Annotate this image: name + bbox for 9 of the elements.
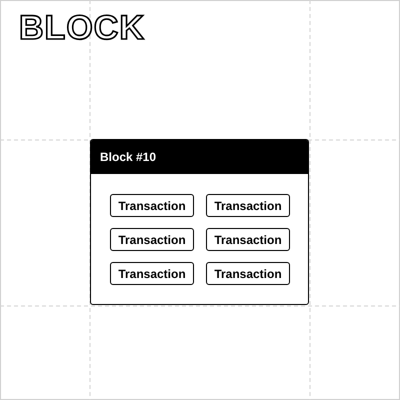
- title: BLOCK: [19, 10, 145, 48]
- transaction-box: Transaction: [110, 194, 194, 217]
- transaction-box: Transaction: [110, 228, 194, 251]
- block-card: [90, 139, 309, 305]
- transaction-box: Transaction: [206, 262, 290, 285]
- transaction-box: Transaction: [206, 228, 290, 251]
- transaction-box: Transaction: [110, 262, 194, 285]
- transaction-box: Transaction: [206, 194, 290, 217]
- block-heading: Block #10: [100, 150, 156, 164]
